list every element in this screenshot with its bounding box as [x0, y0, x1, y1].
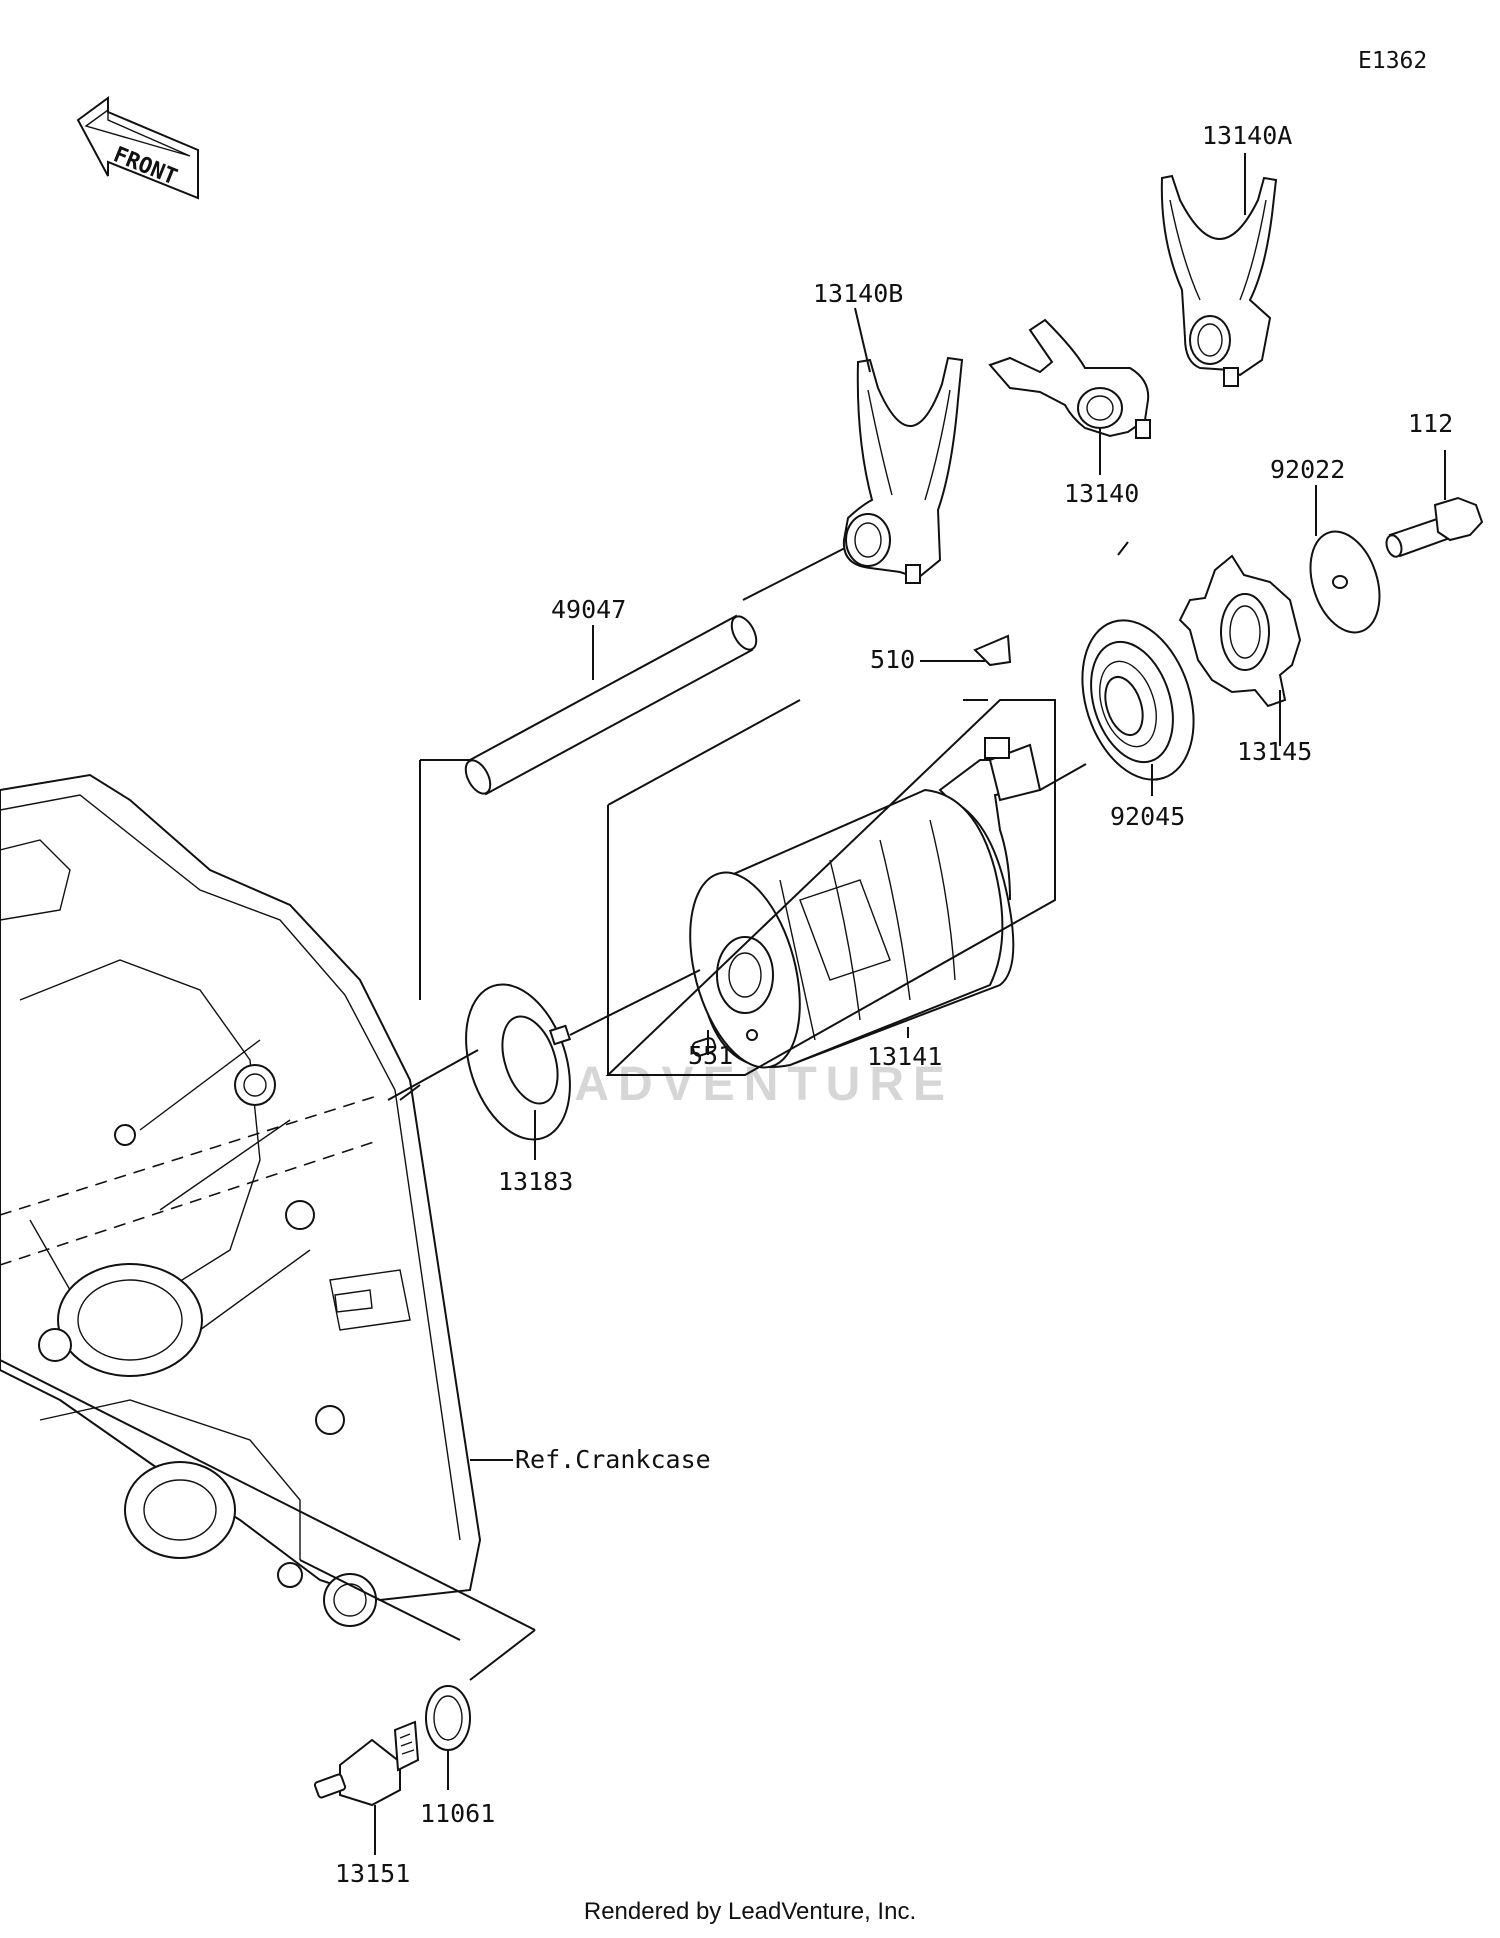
label-551: 551 — [688, 1041, 733, 1070]
diagram-code: E1362 — [1358, 48, 1427, 74]
shift-fork-13140 — [988, 318, 1151, 439]
footer-credit: Rendered by LeadVenture, Inc. — [583, 1898, 917, 1925]
bolt-112 — [1385, 496, 1484, 558]
fork-shaft-49047 — [464, 614, 758, 796]
washer-13183 — [465, 983, 572, 1141]
label-ref-crankcase: Ref.Crankcase — [515, 1445, 711, 1474]
label-11061: 11061 — [420, 1799, 495, 1828]
label-13140B: 13140B — [813, 279, 903, 308]
label-13183: 13183 — [498, 1167, 573, 1196]
axis-dash-lower — [0, 1139, 381, 1266]
label-13145: 13145 — [1237, 737, 1312, 766]
bearing-92045 — [1081, 619, 1195, 781]
crankcase-illustration — [0, 773, 482, 1627]
label-92045: 92045 — [1110, 802, 1185, 831]
pin-551 — [691, 1037, 717, 1057]
washer-11061 — [425, 1685, 471, 1751]
drum-group-bracket — [605, 699, 1056, 1076]
shift-drum-13141 — [689, 737, 1042, 1069]
label-510: 510 — [870, 645, 915, 674]
washer-92022 — [1309, 530, 1381, 634]
leader-lines — [0, 153, 1446, 1855]
label-49047: 49047 — [551, 595, 626, 624]
shift-fork-13140A — [1160, 174, 1278, 387]
label-92022: 92022 — [1270, 455, 1345, 484]
label-13151: 13151 — [335, 1859, 410, 1888]
label-13140: 13140 — [1064, 479, 1139, 508]
plate-13145 — [1178, 554, 1302, 708]
shift-fork-13140B — [842, 356, 964, 584]
label-13141: 13141 — [867, 1042, 942, 1071]
axis-dash-upper — [0, 1094, 381, 1216]
label-112: 112 — [1408, 409, 1453, 438]
front-arrow-icon: FRONT — [76, 96, 199, 200]
label-13140A: 13140A — [1202, 121, 1292, 150]
switch-13151 — [313, 1720, 420, 1807]
